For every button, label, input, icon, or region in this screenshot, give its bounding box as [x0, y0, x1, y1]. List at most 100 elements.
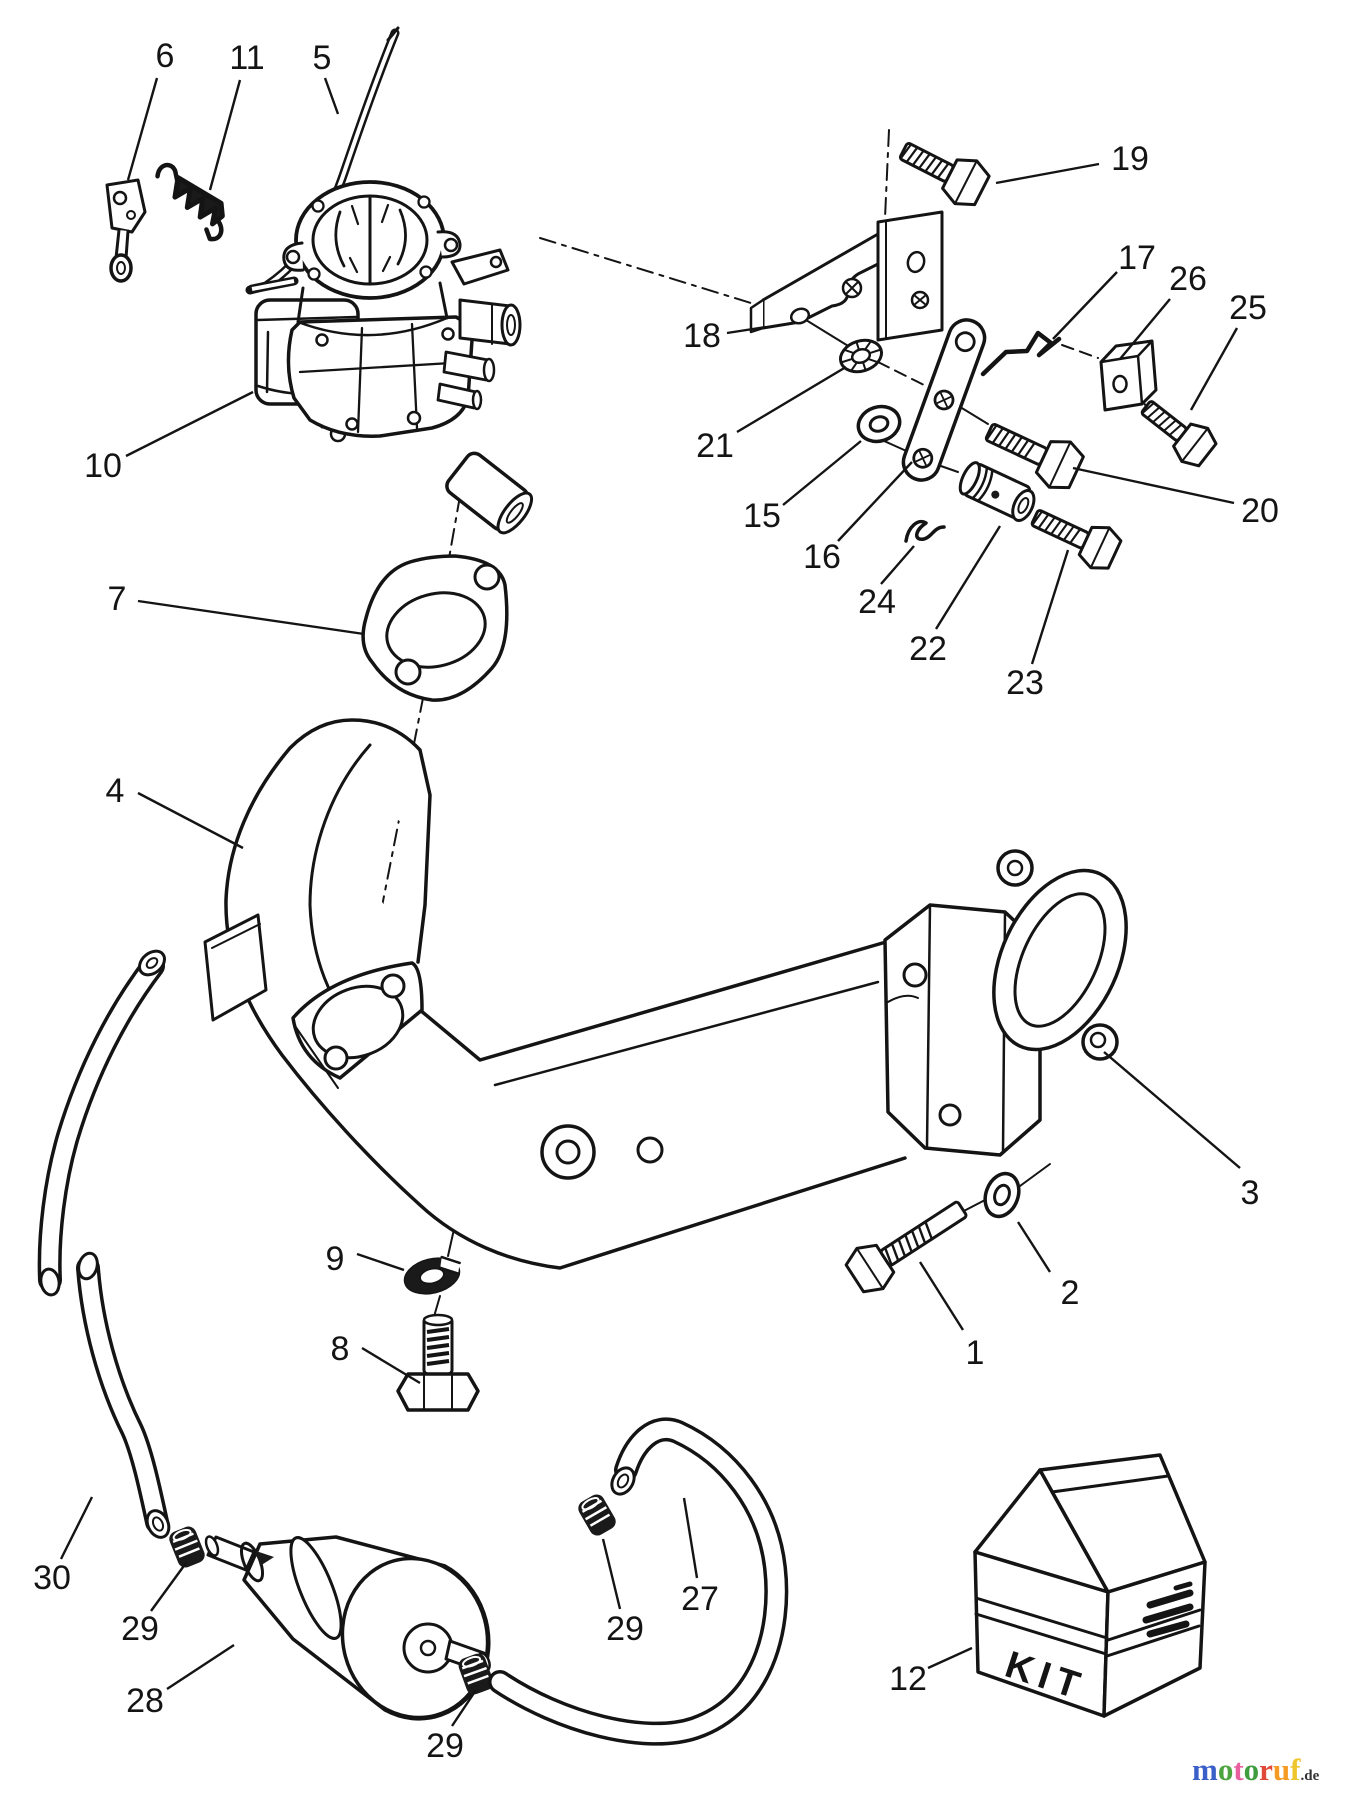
lock-washer-9 [403, 1255, 461, 1295]
callout-leader-26 [1119, 298, 1171, 360]
callout-label-20: 20 [1241, 492, 1279, 530]
carburetor [254, 180, 534, 535]
logo-letter: r [1259, 1752, 1273, 1787]
bolt-25 [1140, 400, 1218, 468]
callout-leader-5 [323, 77, 340, 115]
flat-washer-2 [983, 1171, 1021, 1219]
callout-leader-11 [208, 79, 242, 191]
callout-label-10: 10 [84, 447, 122, 485]
throttle-spring [155, 162, 225, 242]
callout-leader-29 [150, 1562, 187, 1612]
callout-label-19: 19 [1111, 140, 1149, 178]
logo-suffix: .de [1300, 1768, 1320, 1784]
kit-box: KIT [973, 1453, 1207, 1718]
callout-label-15: 15 [743, 497, 781, 535]
logo-letter: o [1217, 1752, 1234, 1787]
callout-leader-23 [1030, 549, 1070, 665]
logo-letter: t [1233, 1752, 1244, 1787]
callout-leader-15 [782, 440, 862, 506]
callout-leader-29 [601, 1538, 622, 1610]
callout-label-17: 17 [1118, 239, 1156, 277]
fuel-hose-27 [488, 1417, 789, 1746]
manifold-bolt [844, 1200, 968, 1294]
callout-leader-22 [934, 525, 1002, 630]
callout-label-6: 6 [156, 37, 175, 75]
callout-layer: 1234567891011121516171819202122232425262… [33, 37, 1279, 1765]
callout-leader-1 [918, 1261, 965, 1331]
callout-label-22: 22 [909, 630, 947, 668]
callout-leader-27 [682, 1497, 699, 1579]
callout-leader-8 [361, 1346, 421, 1385]
carb-gasket [361, 554, 509, 702]
callout-leader-28 [166, 1643, 235, 1691]
motoruf-logo: motoruf.de [1192, 1752, 1319, 1788]
trunnion-22 [958, 461, 1036, 522]
callout-label-28: 28 [126, 1682, 164, 1720]
callout-leader-4 [137, 791, 244, 850]
bolt-20 [984, 422, 1085, 490]
callout-leader-2 [1016, 1221, 1052, 1273]
callout-label-21: 21 [696, 427, 734, 465]
callout-leader-10 [125, 390, 254, 458]
logo-letter: o [1243, 1752, 1260, 1787]
callout-leader-25 [1189, 327, 1239, 411]
logo-letter: u [1272, 1752, 1291, 1787]
governor-spring-17 [980, 330, 1062, 377]
callout-leader-9 [356, 1252, 405, 1272]
callout-leader-18 [726, 325, 767, 335]
manifold-gasket [992, 849, 1128, 1061]
cable-clamp-block-26 [1099, 339, 1158, 412]
logo-letter: m [1192, 1752, 1218, 1787]
callout-leader-12 [927, 1646, 973, 1670]
bolt-23 [1030, 509, 1123, 570]
callout-leader-3 [1103, 1051, 1241, 1169]
cotter-pin-24 [904, 519, 946, 543]
callout-label-16: 16 [803, 538, 841, 576]
fuel-filter [204, 1535, 491, 1721]
callout-label-29: 29 [606, 1610, 644, 1648]
callout-leader-7 [137, 599, 365, 636]
callout-leader-20 [1072, 466, 1235, 505]
callout-leader-19 [995, 162, 1100, 185]
hose-clamp-29a [169, 1526, 205, 1568]
fuel-hose-30 [37, 949, 171, 1539]
bracket-bolt-19 [898, 141, 991, 207]
callout-label-27: 27 [681, 1580, 719, 1618]
carb-stud-bolt-8 [396, 1313, 480, 1412]
hose-clamp-29b [578, 1494, 616, 1536]
callout-leader-21 [736, 365, 847, 434]
callout-label-3: 3 [1241, 1174, 1260, 1212]
callout-label-7: 7 [108, 580, 127, 618]
clevis [105, 178, 147, 283]
callout-label-29: 29 [121, 1610, 159, 1648]
control-bracket [749, 210, 944, 342]
callout-label-25: 25 [1229, 289, 1267, 327]
callout-label-29: 29 [426, 1727, 464, 1765]
callout-label-1: 1 [966, 1334, 985, 1372]
control-link-16 [901, 318, 987, 482]
carb-mounting-pad [291, 961, 424, 1089]
star-washer-21 [838, 338, 884, 374]
callout-label-30: 30 [33, 1559, 71, 1597]
callout-label-12: 12 [889, 1660, 927, 1698]
callout-label-5: 5 [313, 39, 332, 77]
callout-label-26: 26 [1169, 260, 1207, 298]
callout-label-2: 2 [1061, 1274, 1080, 1312]
callout-leader-16 [837, 461, 913, 542]
callout-label-4: 4 [106, 772, 125, 810]
callout-leader-29 [451, 1689, 477, 1727]
callout-label-9: 9 [326, 1240, 345, 1278]
hose-clamp-29c [458, 1653, 494, 1695]
flat-washer-15 [856, 404, 902, 444]
callout-label-18: 18 [683, 317, 721, 355]
callout-label-24: 24 [858, 583, 896, 621]
callout-leader-6 [126, 77, 159, 181]
callout-leader-24 [880, 545, 915, 585]
logo-letter: f [1290, 1752, 1301, 1787]
callout-label-8: 8 [331, 1330, 350, 1368]
callout-label-11: 11 [229, 39, 264, 77]
callout-leader-17 [1052, 271, 1118, 340]
callout-leader-30 [59, 1496, 94, 1560]
